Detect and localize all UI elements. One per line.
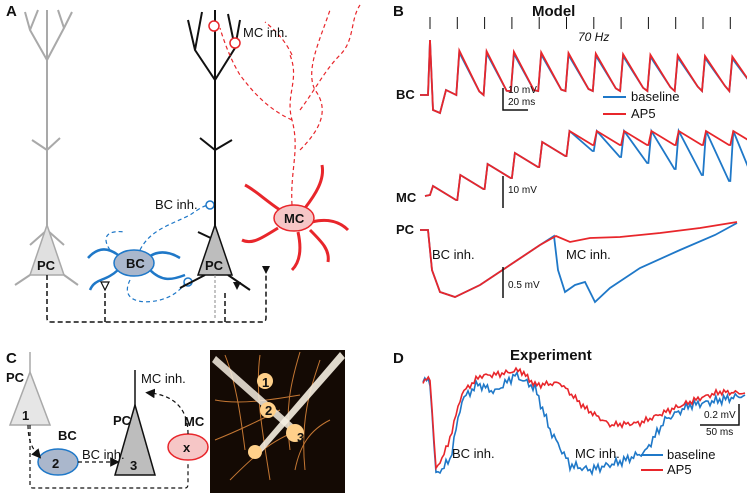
row-label-mc: MC [396, 190, 417, 205]
mc-inh-label: MC inh. [243, 25, 288, 40]
c-mc: MC [184, 414, 205, 429]
exp-traces [422, 366, 746, 477]
scale-pc-v: 0.5 mV [508, 280, 540, 291]
stim-ticks [429, 17, 731, 29]
legend-b-ap5: AP5 [631, 106, 656, 121]
panel-label-c: C [6, 350, 17, 367]
scale-bar-bc [502, 88, 528, 111]
experiment-title: Experiment [510, 347, 592, 364]
c-n2: 2 [52, 456, 59, 471]
bc-soma [113, 249, 155, 277]
mc-axon [219, 4, 361, 206]
bc-traces [420, 39, 747, 115]
legend-b: baseline AP5 [603, 89, 679, 121]
model-mc-inh: MC inh. [566, 247, 611, 262]
freq-label: 70 Hz [578, 30, 609, 44]
bc-axon [105, 204, 211, 303]
legend-b-baseline: baseline [631, 89, 679, 104]
bc-label: BC [126, 256, 145, 271]
exp-bc-inh: BC inh. [452, 446, 495, 461]
c-n3: 3 [130, 458, 137, 473]
exp-mc-inh: MC inh. [575, 446, 620, 461]
exp-scale-bar [700, 404, 740, 426]
exp-scale-t: 50 ms [706, 427, 733, 438]
c-mc-to-pc [145, 388, 189, 435]
c-pc1-to-bc [27, 424, 42, 459]
c-pc-mid: PC [113, 413, 132, 428]
exp-scale-v: 0.2 mV [704, 410, 736, 421]
panel-label-a: A [6, 3, 17, 20]
c-nx: x [183, 440, 191, 455]
c-pc3-soma [114, 402, 156, 476]
pc-traces [420, 221, 738, 304]
micro-3: 3 [297, 430, 304, 445]
micro-1: 1 [262, 375, 269, 390]
row-label-pc: PC [396, 222, 415, 237]
row-label-bc: BC [396, 87, 415, 102]
panel-label-d: D [393, 350, 404, 367]
micrograph: 1 2 3 [210, 350, 345, 493]
mc-synapse-2 [229, 37, 241, 49]
synapse-mc [262, 266, 270, 274]
model-bc-inh: BC inh. [432, 247, 475, 262]
pc-center-label: PC [205, 258, 224, 273]
c-pc-top: PC [6, 370, 25, 385]
scale-bc-t: 20 ms [508, 97, 535, 108]
mc-soma [273, 204, 315, 232]
bc-dendrites [87, 248, 186, 291]
c-n1: 1 [22, 408, 29, 423]
mc-label: MC [284, 211, 305, 226]
pc-axon-loop [46, 268, 267, 323]
bc-inh-label: BC inh. [155, 197, 198, 212]
bc-synapse [205, 200, 215, 210]
model-title: Model [532, 3, 575, 20]
c-mc-inh: MC inh. [141, 371, 186, 386]
legend-d-baseline: baseline [667, 447, 715, 462]
c-bc: BC [58, 428, 77, 443]
synapse-pc [233, 282, 241, 290]
grey-pc-neuron [14, 9, 79, 286]
legend-d-ap5: AP5 [667, 462, 692, 477]
mc-dendrites [241, 164, 350, 272]
legend-d: baseline AP5 [641, 447, 715, 477]
mc-traces [424, 127, 747, 201]
pc-left-label: PC [37, 258, 56, 273]
panel-label-b: B [393, 3, 404, 20]
mc-synapse-1 [208, 20, 220, 32]
scale-mc-v: 10 mV [508, 185, 537, 196]
synapse-bc-open [100, 281, 110, 292]
micro-2: 2 [265, 403, 272, 418]
c-pc-loop [29, 425, 189, 489]
scale-bc-v: 10 mV [508, 85, 537, 96]
c-bc-inh: BC inh. [82, 447, 125, 462]
